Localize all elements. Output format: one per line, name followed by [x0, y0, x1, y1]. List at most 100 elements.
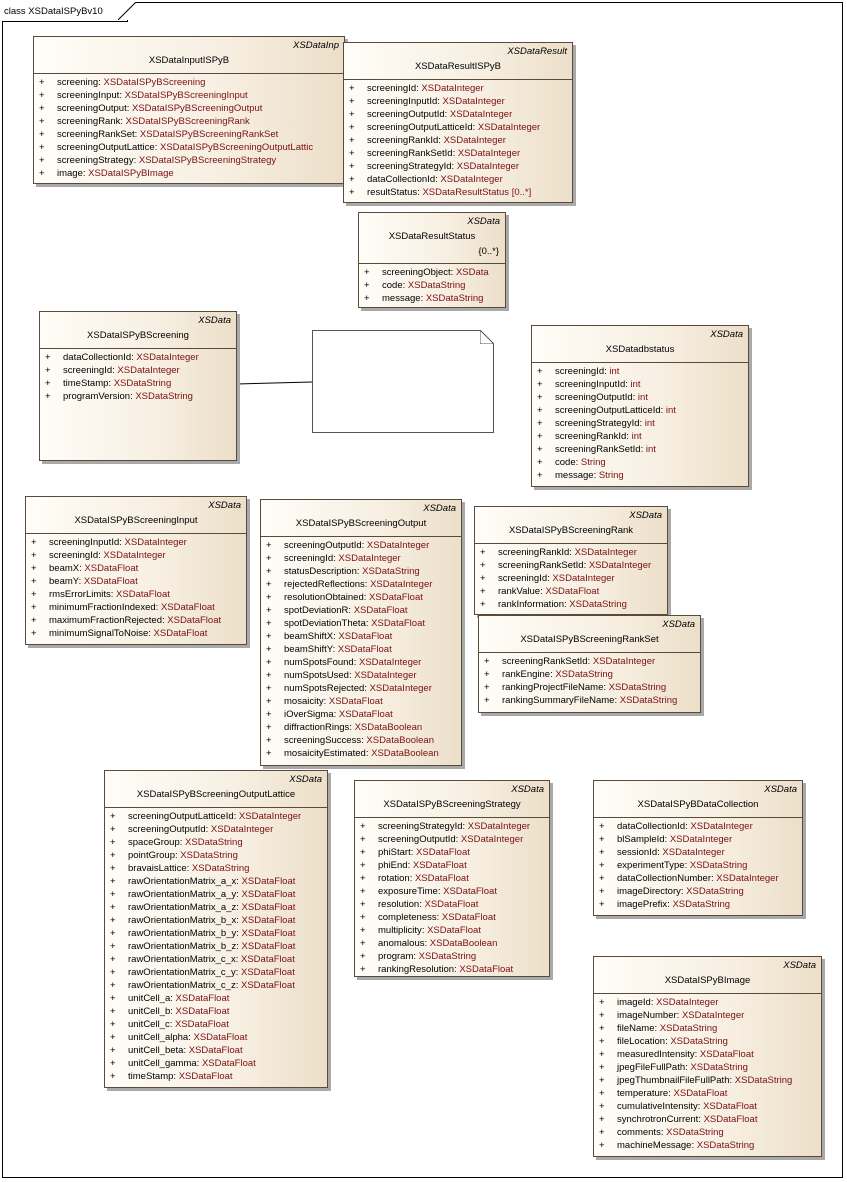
attribute-row[interactable]: +screeningStrategyId: XSDataInteger — [358, 820, 549, 833]
attribute-row[interactable]: +mosaicityEstimated: XSDataBoolean — [264, 747, 461, 760]
attribute-row[interactable]: +rawOrientationMatrix_b_z: XSDataFloat — [108, 940, 327, 953]
attribute-row[interactable]: +screeningOutputLatticeId: XSDataInteger — [347, 121, 572, 134]
attribute-row[interactable]: +timeStamp: XSDataFloat — [108, 1070, 327, 1083]
attribute-row[interactable]: +jpegFileFullPath: XSDataString — [597, 1061, 821, 1074]
attribute-row[interactable]: +synchrotronCurrent: XSDataFloat — [597, 1113, 821, 1126]
attribute-row[interactable]: +screeningId: int — [535, 365, 748, 378]
attribute-row[interactable]: +exposureTime: XSDataFloat — [358, 885, 549, 898]
attribute-row[interactable]: +rankEngine: XSDataString — [482, 668, 700, 681]
attribute-row[interactable]: +screeningId: XSDataInteger — [264, 552, 461, 565]
attribute-row[interactable]: +screeningId: XSDataInteger — [43, 364, 236, 377]
attribute-row[interactable]: +unitCell_gamma: XSDataFloat — [108, 1057, 327, 1070]
attribute-row[interactable]: +message: String — [535, 469, 748, 482]
attribute-row[interactable]: +numSpotsUsed: XSDataInteger — [264, 669, 461, 682]
attribute-row[interactable]: +unitCell_alpha: XSDataFloat — [108, 1031, 327, 1044]
attribute-row[interactable]: +resolutionObtained: XSDataFloat — [264, 591, 461, 604]
attribute-row[interactable]: +rawOrientationMatrix_b_y: XSDataFloat — [108, 927, 327, 940]
attribute-row[interactable]: +screeningRank: XSDataISPyBScreeningRank — [37, 115, 344, 128]
attribute-row[interactable]: +screeningStrategyId: int — [535, 417, 748, 430]
attribute-row[interactable]: +message: XSDataString — [362, 292, 505, 305]
attribute-row[interactable]: +screeningInputId: int — [535, 378, 748, 391]
attribute-row[interactable]: +rawOrientationMatrix_b_x: XSDataFloat — [108, 914, 327, 927]
attribute-row[interactable]: +rawOrientationMatrix_a_x: XSDataFloat — [108, 875, 327, 888]
attribute-row[interactable]: +phiEnd: XSDataFloat — [358, 859, 549, 872]
attribute-row[interactable]: +numSpotsFound: XSDataInteger — [264, 656, 461, 669]
attribute-row[interactable]: +screeningOutputId: XSDataInteger — [264, 539, 461, 552]
attribute-row[interactable]: +rejectedReflections: XSDataInteger — [264, 578, 461, 591]
attribute-row[interactable]: +screeningOutputId: XSDataInteger — [358, 833, 549, 846]
attribute-row[interactable]: +screeningRankSetId: XSDataInteger — [347, 147, 572, 160]
attribute-row[interactable]: +imageId: XSDataInteger — [597, 996, 821, 1009]
attribute-row[interactable]: +screeningInput: XSDataISPyBScreeningInp… — [37, 89, 344, 102]
attribute-row[interactable]: +unitCell_c: XSDataFloat — [108, 1018, 327, 1031]
attribute-row[interactable]: +machineMessage: XSDataString — [597, 1139, 821, 1152]
attribute-row[interactable]: +dataCollectionId: XSDataInteger — [43, 351, 236, 364]
attribute-row[interactable]: +multiplicity: XSDataFloat — [358, 924, 549, 937]
attribute-row[interactable]: +dataCollectionNumber: XSDataInteger — [597, 872, 802, 885]
attribute-row[interactable]: +screeningId: XSDataInteger — [478, 572, 667, 585]
attribute-row[interactable]: +screeningRankSetId: XSDataInteger — [478, 559, 667, 572]
attribute-row[interactable]: +screeningRankSetId: XSDataInteger — [482, 655, 700, 668]
attribute-row[interactable]: +rawOrientationMatrix_c_y: XSDataFloat — [108, 966, 327, 979]
attribute-row[interactable]: +rawOrientationMatrix_a_y: XSDataFloat — [108, 888, 327, 901]
attribute-row[interactable]: +resultStatus: XSDataResultStatus [0..*] — [347, 186, 572, 199]
attribute-row[interactable]: +fileLocation: XSDataString — [597, 1035, 821, 1048]
attribute-row[interactable]: +beamX: XSDataFloat — [29, 562, 246, 575]
attribute-row[interactable]: +maximumFractionRejected: XSDataFloat — [29, 614, 246, 627]
attribute-row[interactable]: +rawOrientationMatrix_a_z: XSDataFloat — [108, 901, 327, 914]
attribute-row[interactable]: +dataCollectionId: XSDataInteger — [597, 820, 802, 833]
attribute-row[interactable]: +statusDescription: XSDataString — [264, 565, 461, 578]
attribute-row[interactable]: +rankValue: XSDataFloat — [478, 585, 667, 598]
attribute-row[interactable]: +cumulativeIntensity: XSDataFloat — [597, 1100, 821, 1113]
attribute-row[interactable]: +screeningId: XSDataInteger — [347, 82, 572, 95]
attribute-row[interactable]: +diffractionRings: XSDataBoolean — [264, 721, 461, 734]
attribute-row[interactable]: +measuredIntensity: XSDataFloat — [597, 1048, 821, 1061]
attribute-row[interactable]: +screeningRankId: XSDataInteger — [478, 546, 667, 559]
attribute-row[interactable]: +code: XSDataString — [362, 279, 505, 292]
attribute-row[interactable]: +blSampleId: XSDataInteger — [597, 833, 802, 846]
attribute-row[interactable]: +screeningStrategyId: XSDataInteger — [347, 160, 572, 173]
attribute-row[interactable]: +unitCell_beta: XSDataFloat — [108, 1044, 327, 1057]
attribute-row[interactable]: +iOverSigma: XSDataFloat — [264, 708, 461, 721]
attribute-row[interactable]: +anomalous: XSDataBoolean — [358, 937, 549, 950]
attribute-row[interactable]: +rankingProjectFileName: XSDataString — [482, 681, 700, 694]
attribute-row[interactable]: +mosaicity: XSDataFloat — [264, 695, 461, 708]
attribute-row[interactable]: +code: String — [535, 456, 748, 469]
attribute-row[interactable]: +spotDeviationR: XSDataFloat — [264, 604, 461, 617]
attribute-row[interactable]: +comments: XSDataString — [597, 1126, 821, 1139]
attribute-row[interactable]: +screeningInputId: XSDataInteger — [29, 536, 246, 549]
attribute-row[interactable]: +minimumSignalToNoise: XSDataFloat — [29, 627, 246, 640]
attribute-row[interactable]: +pointGroup: XSDataString — [108, 849, 327, 862]
attribute-row[interactable]: +screeningOutput: XSDataISPyBScreeningOu… — [37, 102, 344, 115]
attribute-row[interactable]: +screeningOutputLattice: XSDataISPyBScre… — [37, 141, 344, 154]
attribute-row[interactable]: +screeningObject: XSData — [362, 266, 505, 279]
note-box[interactable] — [312, 330, 494, 433]
attribute-row[interactable]: +screeningSuccess: XSDataBoolean — [264, 734, 461, 747]
attribute-row[interactable]: +beamY: XSDataFloat — [29, 575, 246, 588]
attribute-row[interactable]: +rankingResolution: XSDataFloat — [358, 963, 549, 976]
attribute-row[interactable]: +resolution: XSDataFloat — [358, 898, 549, 911]
attribute-row[interactable]: +rotation: XSDataFloat — [358, 872, 549, 885]
attribute-row[interactable]: +timeStamp: XSDataString — [43, 377, 236, 390]
attribute-row[interactable]: +screeningOutputId: XSDataInteger — [108, 823, 327, 836]
attribute-row[interactable]: +rawOrientationMatrix_c_z: XSDataFloat — [108, 979, 327, 992]
attribute-row[interactable]: +screeningStrategy: XSDataISPyBScreening… — [37, 154, 344, 167]
attribute-row[interactable]: +screeningId: XSDataInteger — [29, 549, 246, 562]
attribute-row[interactable]: +jpegThumbnailFileFullPath: XSDataString — [597, 1074, 821, 1087]
attribute-row[interactable]: +beamShiftX: XSDataFloat — [264, 630, 461, 643]
attribute-row[interactable]: +screeningOutputLatticeId: XSDataInteger — [108, 810, 327, 823]
attribute-row[interactable]: +beamShiftY: XSDataFloat — [264, 643, 461, 656]
attribute-row[interactable]: +fileName: XSDataString — [597, 1022, 821, 1035]
attribute-row[interactable]: +phiStart: XSDataFloat — [358, 846, 549, 859]
